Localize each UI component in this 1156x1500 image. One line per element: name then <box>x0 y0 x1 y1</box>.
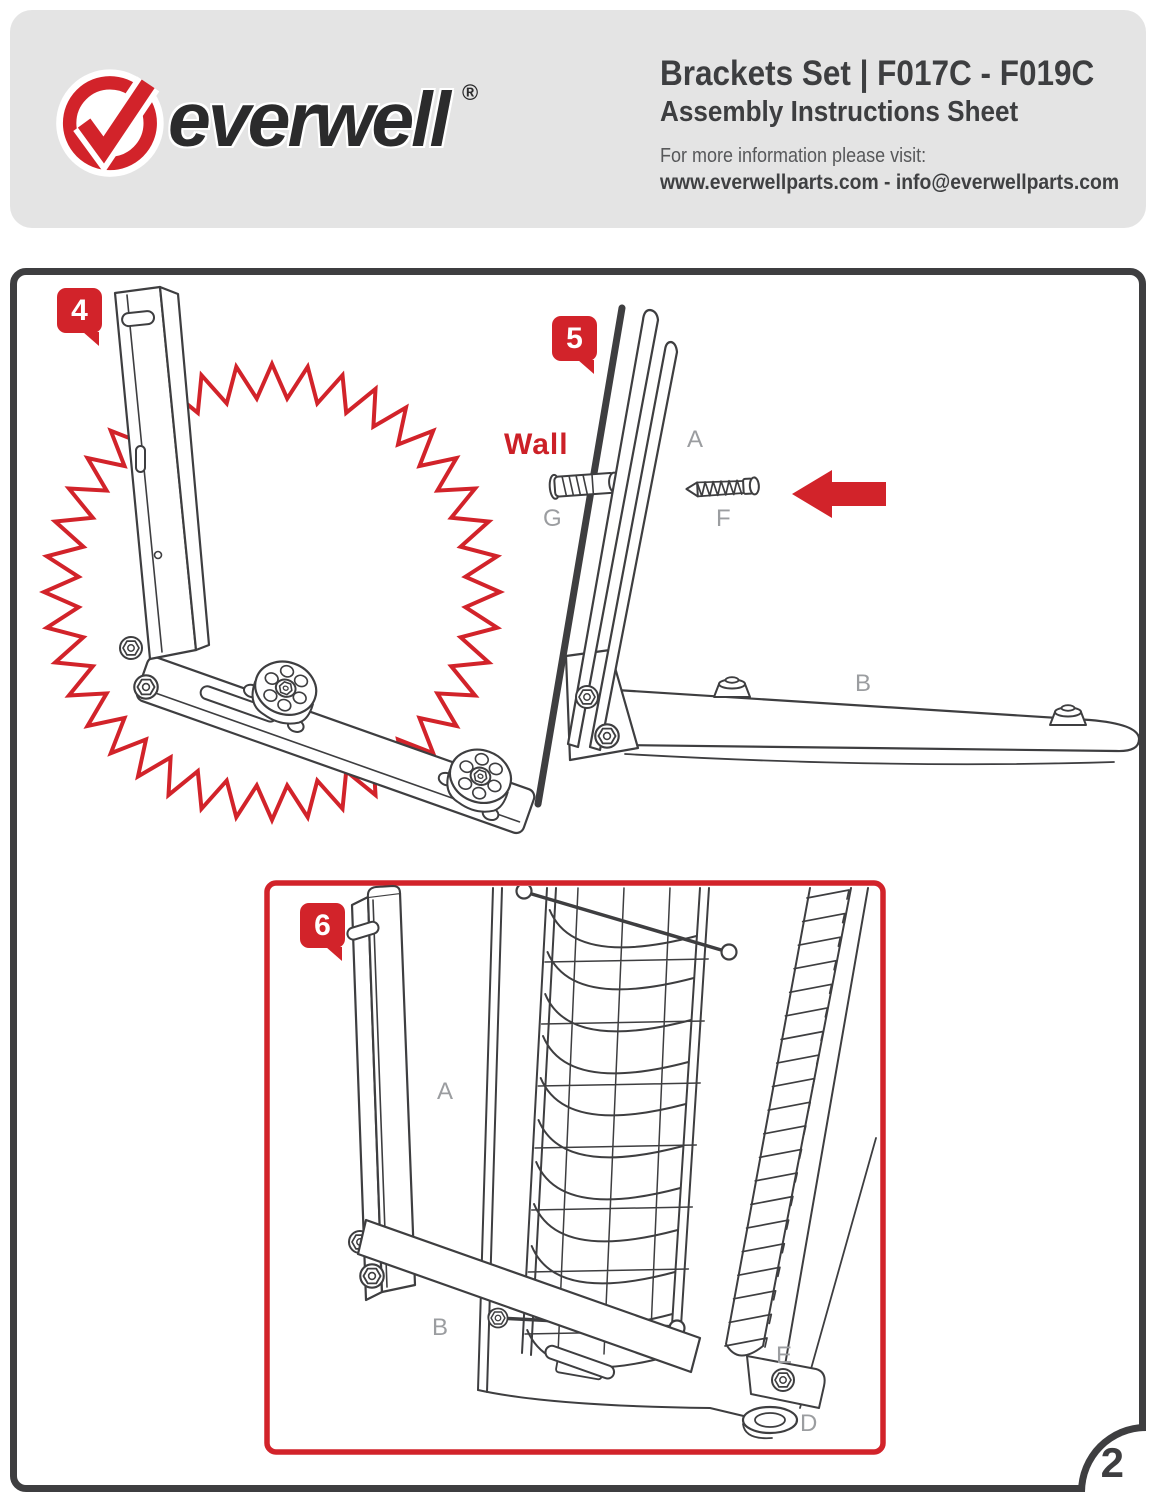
registered-trademark: ® <box>462 80 479 105</box>
part-label-g-step5: G <box>543 505 562 532</box>
hex-bolt <box>118 635 144 661</box>
mounting-stud <box>712 676 752 699</box>
arrow-left-icon <box>792 470 886 518</box>
hex-bolt <box>133 674 159 700</box>
mounting-stud <box>1048 704 1088 727</box>
step6-number: 6 <box>314 908 331 942</box>
lag-screw <box>685 476 760 498</box>
page-number: 2 <box>1100 1439 1124 1486</box>
step5-badge: 5 <box>552 316 597 374</box>
step5-number: 5 <box>566 321 583 355</box>
badge-tail <box>326 947 342 961</box>
sheet-title: Assembly Instructions Sheet <box>660 96 1019 128</box>
part-label-b-step5: B <box>855 670 872 697</box>
wall-anchor <box>548 471 622 500</box>
wall-line <box>534 304 626 808</box>
checkmark-circle-icon <box>56 69 164 177</box>
step4-number: 4 <box>71 293 88 327</box>
step4-art <box>39 285 536 835</box>
step6-art <box>264 880 886 1455</box>
wall-label: Wall <box>504 428 569 461</box>
part-label-a-step5: A <box>687 426 704 453</box>
part-label-b-step6: B <box>432 1314 449 1341</box>
part-label-a-step6: A <box>437 1078 454 1105</box>
step5-art <box>534 304 1141 808</box>
part-label-f-step5: F <box>716 505 731 532</box>
step6-badge: 6 <box>300 903 345 961</box>
part-label-d-step6: D <box>800 1410 818 1437</box>
highlight-starburst <box>39 359 505 825</box>
step6-red-frame <box>264 880 886 1455</box>
badge-tail <box>83 332 99 346</box>
product-title: Brackets Set | F017C - F019C <box>660 54 1095 93</box>
badge-tail <box>578 360 594 374</box>
brand-wordmark: everwell <box>168 77 451 163</box>
hex-bolt <box>771 1368 795 1392</box>
header-text-block: Brackets Set | F017C - F019C Assembly In… <box>660 54 1119 195</box>
contact-line: www.everwellparts.com - info@everwellpar… <box>660 170 1120 194</box>
hex-bolt <box>487 1307 509 1329</box>
info-prefix: For more information please visit: <box>660 145 927 167</box>
hex-bolt <box>359 1263 385 1289</box>
assembly-diagram <box>39 285 1141 1455</box>
content-frame: 4 5 6 Wall A G F B A B E D 2 <box>10 268 1146 1492</box>
header: everwell ® Brackets Set | F017C - F019C … <box>10 10 1146 228</box>
grille-grid <box>524 887 709 1355</box>
step4-badge: 4 <box>57 288 102 346</box>
hex-bolt <box>594 723 620 749</box>
part-label-e-step6: E <box>776 1342 793 1369</box>
coil-fins <box>724 889 850 1348</box>
hex-bolt <box>574 684 600 710</box>
